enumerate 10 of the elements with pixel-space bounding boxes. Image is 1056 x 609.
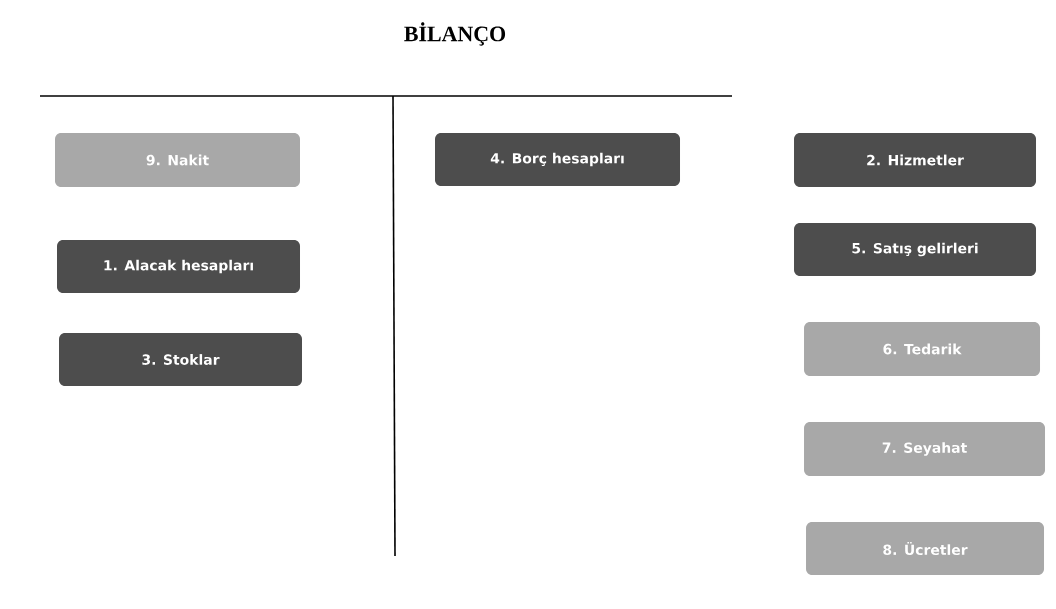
account-box: 1. Alacak hesapları (57, 240, 300, 293)
account-box: 9. Nakit (55, 133, 300, 187)
account-box: 3. Stoklar (59, 333, 302, 386)
account-box: 4. Borç hesapları (435, 133, 680, 186)
account-box: 8. Ücretler (806, 522, 1044, 575)
account-box: 5. Satış gelirleri (794, 223, 1036, 276)
account-box: 6. Tedarik (804, 322, 1040, 376)
account-box: 7. Seyahat (804, 422, 1045, 476)
title: BİLANÇO (404, 22, 506, 46)
account-box: 2. Hizmetler (794, 133, 1036, 187)
